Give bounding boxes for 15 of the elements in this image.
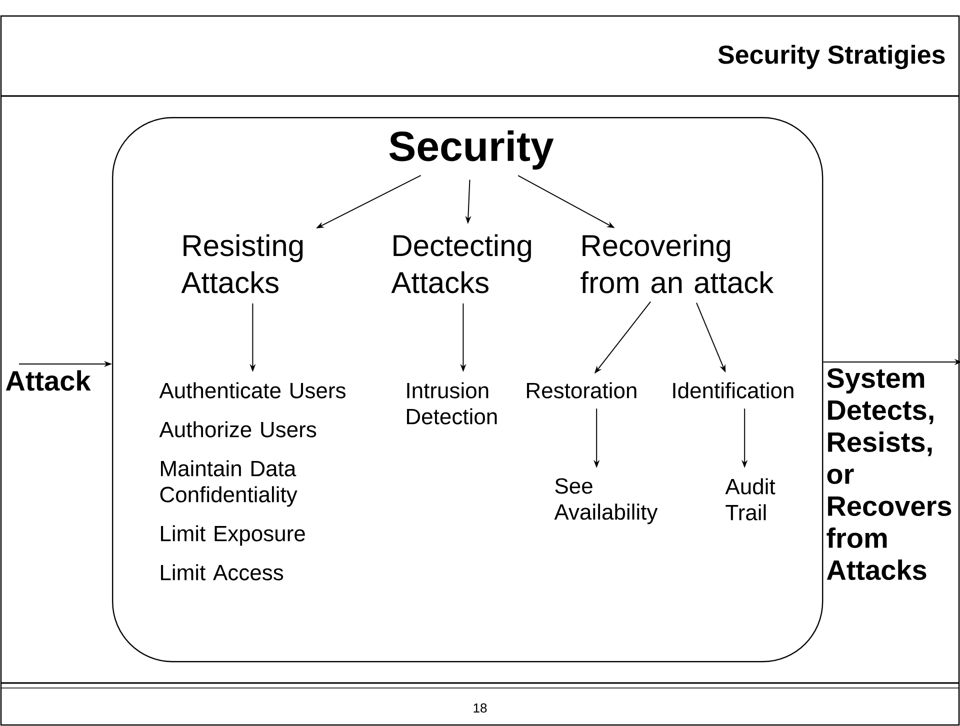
- category-text: Dectecting Attacks: [391, 234, 531, 294]
- side-text: System Detects, Resists, or Recovers from Attacks: [826, 368, 952, 580]
- slide-title: Security Stratigies: [718, 44, 945, 70]
- item-text: Intrusion Detection: [407, 382, 497, 424]
- heading-text: Security: [389, 130, 554, 170]
- category-text: Recovering from an attack: [580, 234, 774, 294]
- item-text: Audit Trail: [725, 478, 776, 520]
- item-list: Authenticate Users Authorize Users Maintain Data Confidentiality Limit Exposure Limit Access: [159, 382, 346, 580]
- item-text: Identification: [673, 382, 794, 398]
- item-text: See Availability: [554, 478, 658, 524]
- side-text: Attack: [6, 370, 91, 391]
- item-text: Restoration: [527, 382, 636, 398]
- rounded-frame: [112, 117, 824, 662]
- page-number: 18: [474, 703, 487, 713]
- category-text: Resisting Attacks: [181, 234, 303, 294]
